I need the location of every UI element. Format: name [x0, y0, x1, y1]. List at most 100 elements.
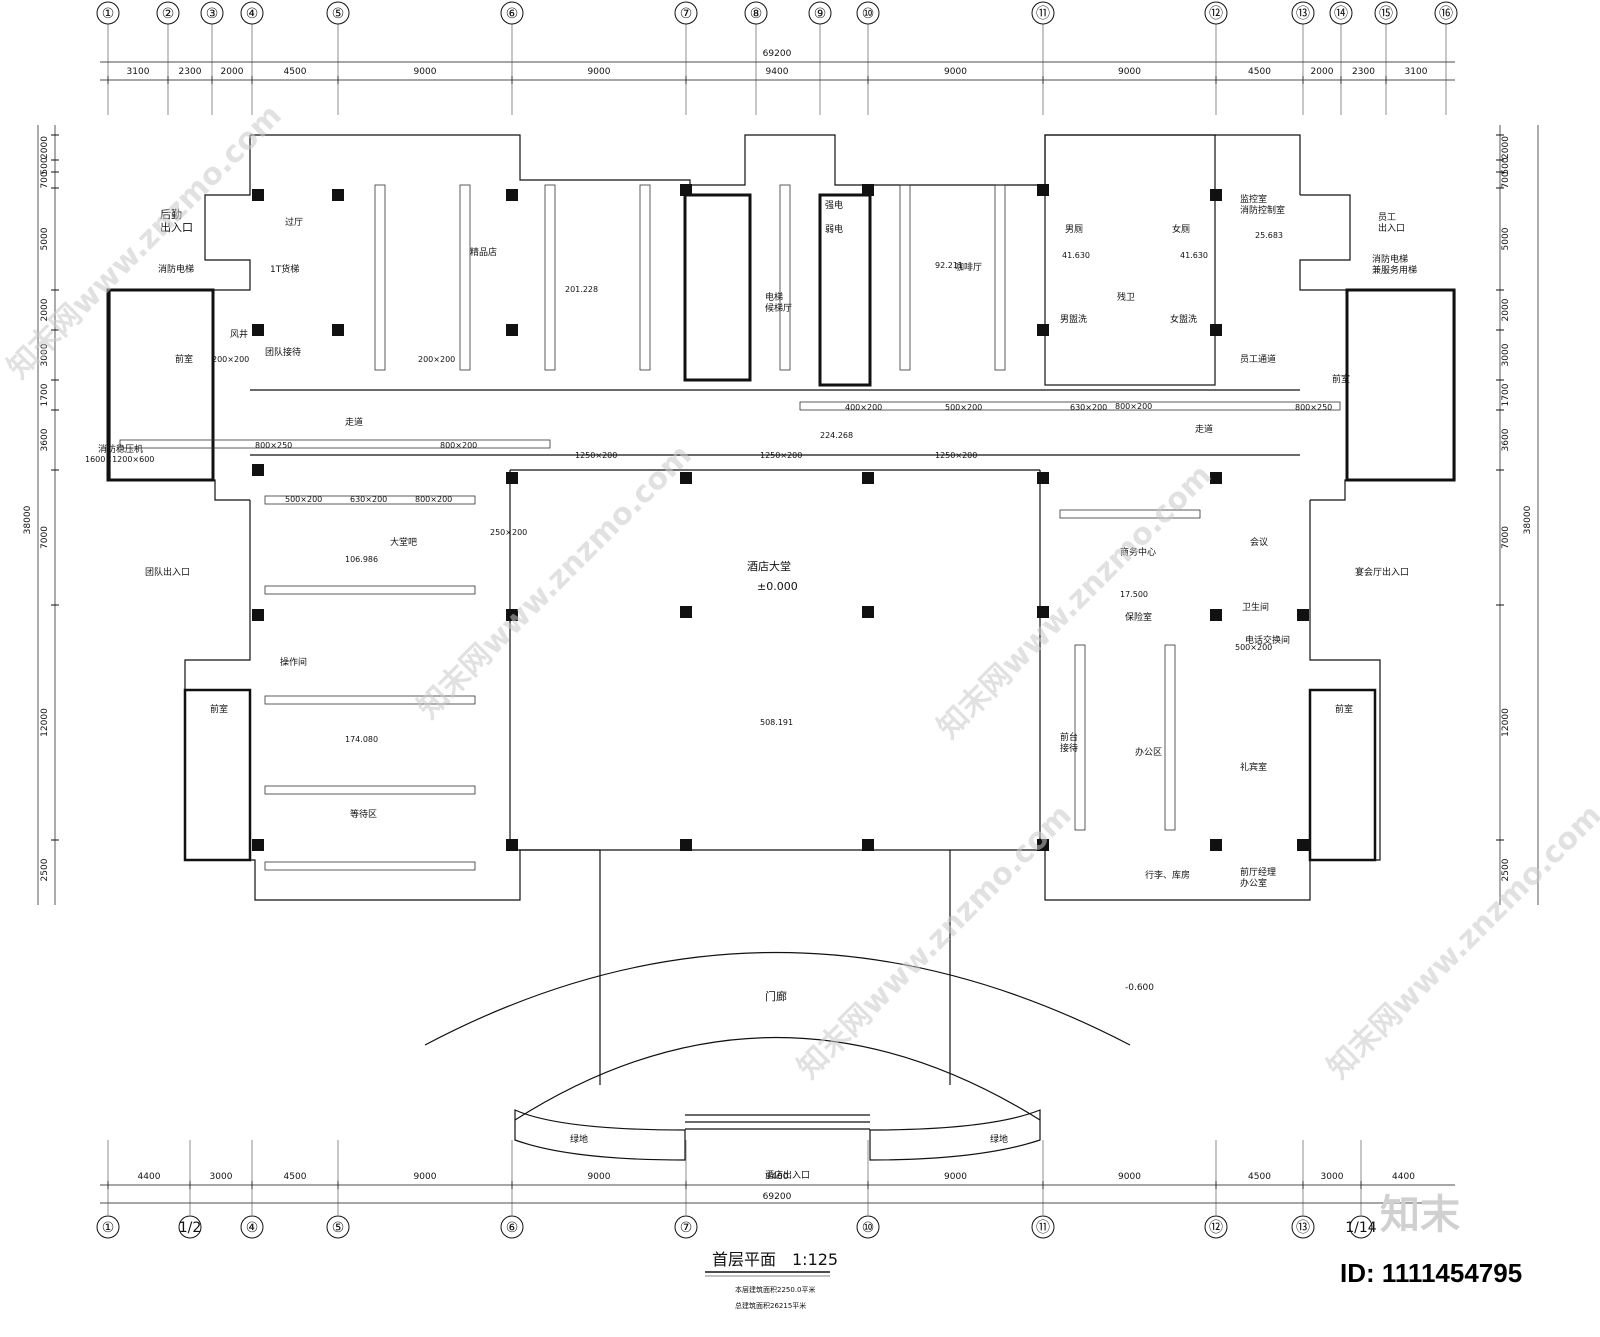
- label-rear-entrance: 后勤出入口: [160, 208, 193, 234]
- dim-overall-left: 38000: [23, 505, 33, 534]
- dim-value-bottom: 9400: [766, 1172, 789, 1182]
- column: [862, 184, 874, 196]
- label-weak-power: 弱电: [825, 223, 843, 235]
- column: [1037, 839, 1049, 851]
- label-shop: 精品店: [470, 246, 497, 258]
- label-elevator-hall: 电梯候梯厅: [765, 291, 792, 314]
- label-front-room-sw: 前室: [210, 703, 228, 715]
- duct-size-label: 800×250: [255, 441, 292, 450]
- axis-label-bottom: ⑪: [1036, 1220, 1050, 1236]
- column: [862, 606, 874, 618]
- axis-label-top: ⑦: [680, 6, 693, 22]
- duct-size-label: 800×250: [1295, 403, 1332, 412]
- label-greenery-right: 绿地: [990, 1133, 1008, 1145]
- dim-value-right: 3600: [1501, 428, 1511, 451]
- label-phone-room: 电话交换间: [1245, 634, 1290, 646]
- toilet-block: [1044, 134, 1216, 386]
- area-mens: 41.630: [1062, 251, 1090, 260]
- column: [680, 839, 692, 851]
- axis-bubble-bottom: [1291, 1215, 1315, 1239]
- dim-value-bottom: 9000: [588, 1172, 611, 1182]
- column: [1037, 606, 1049, 618]
- west-south-stair: [183, 688, 252, 862]
- axis-label-bottom: ⑬: [1296, 1220, 1310, 1236]
- label-elevator-1t: 1T货梯: [270, 263, 299, 275]
- label-mens-toilet: 男厕: [1065, 224, 1083, 235]
- label-luggage: 行李、库房: [1145, 869, 1190, 881]
- duct-size-label: 630×200: [1070, 403, 1107, 412]
- label-operation-room: 操作间: [280, 656, 307, 668]
- axis-bubble-bottom: [178, 1215, 202, 1239]
- dim-value-right: 2000: [1501, 298, 1511, 321]
- axis-label-top: ①: [102, 6, 115, 22]
- axis-label-bottom: ⑥: [506, 1220, 519, 1236]
- label-corridor-left: 走道: [345, 416, 363, 428]
- label-meeting: 会议: [1250, 536, 1268, 548]
- duct-main-east: [799, 401, 1341, 411]
- left-dimension-chain: 2000500700500020003000170036007000120002…: [23, 125, 59, 905]
- label-safe-room: 保险室: [1125, 611, 1152, 623]
- column: [1210, 189, 1222, 201]
- dim-value-top: 3100: [1405, 67, 1428, 77]
- label-greenery-left: 绿地: [570, 1133, 588, 1145]
- dim-value-left: 700: [40, 171, 50, 188]
- duct-size-label: 200×200: [212, 355, 249, 364]
- axis-label-top: ⑪: [1036, 6, 1050, 22]
- drawing-scale: 1:125: [792, 1250, 838, 1269]
- axis-label-bottom: ⑫: [1209, 1220, 1223, 1236]
- axis-label-bottom: 1/14: [1345, 1220, 1377, 1236]
- axis-label-top: ⑬: [1296, 6, 1310, 22]
- south-west-block: [184, 500, 600, 901]
- greenery-right-island: [869, 1109, 1041, 1161]
- duct-size-label: 250×200: [490, 528, 527, 537]
- axis-bubble-top: [1329, 1, 1353, 25]
- axis-label-top: ⑩: [862, 6, 875, 22]
- label-womens-toilet: 女厕: [1172, 223, 1190, 235]
- drawing-title: 首层平面: [712, 1250, 776, 1269]
- axis-label-bottom: 1/2: [179, 1220, 202, 1236]
- axis-bubble-bottom: [500, 1215, 524, 1239]
- dim-value-left: 3000: [40, 343, 50, 366]
- size-fire-pump: 1600×1200×600: [85, 455, 154, 464]
- label-hall: 过厅: [285, 216, 303, 228]
- dim-value-bottom: 3000: [210, 1172, 233, 1182]
- greenery-left-island: [514, 1109, 686, 1161]
- axis-bubble-top: [856, 1, 880, 25]
- dim-value-top: 2000: [1311, 67, 1334, 77]
- dim-value-top: 4500: [284, 67, 307, 77]
- dim-value-right: 2500: [1501, 858, 1511, 881]
- east-stair-block: [1345, 288, 1456, 482]
- duct-size-label: 1250×200: [760, 451, 802, 460]
- axis-label-top: ⑥: [506, 6, 519, 22]
- area-womens: 41.630: [1180, 251, 1208, 260]
- duct-size-label: 630×200: [350, 495, 387, 504]
- axis-bubble-top: [744, 1, 768, 25]
- axis-bubble-top: [96, 1, 120, 25]
- dim-value-right: 5000: [1501, 227, 1511, 250]
- dim-value-left: 12000: [40, 708, 50, 737]
- axis-bubble-top: [1291, 1, 1315, 25]
- dim-value-top: 9000: [944, 67, 967, 77]
- label-office-area: 办公区: [1135, 746, 1162, 758]
- dim-value-left: 3600: [40, 428, 50, 451]
- axis-bubble-bottom: [1204, 1215, 1228, 1239]
- porch-curve-outer: [424, 951, 1131, 1046]
- duct-size-label: 400×200: [845, 403, 882, 412]
- column: [1210, 839, 1222, 851]
- label-restroom: 卫生间: [1242, 601, 1269, 613]
- dim-value-top: 4500: [1248, 67, 1271, 77]
- duct-vertical: [459, 184, 471, 371]
- duct-size-label: 800×200: [415, 495, 452, 504]
- area-safe: 17.500: [1120, 590, 1148, 599]
- dim-value-left: 5000: [40, 227, 50, 250]
- axis-label-top: ⑧: [750, 6, 763, 22]
- note-total-area: 总建筑面积26215平米: [735, 1301, 806, 1310]
- label-front-room-right: 前室: [1332, 373, 1350, 385]
- column: [1037, 472, 1049, 484]
- label-waiting-area: 等待区: [350, 808, 377, 820]
- axis-bubble-bottom: [1349, 1215, 1373, 1239]
- dim-value-top: 3100: [127, 67, 150, 77]
- axis-label-top: ⑫: [1209, 6, 1223, 22]
